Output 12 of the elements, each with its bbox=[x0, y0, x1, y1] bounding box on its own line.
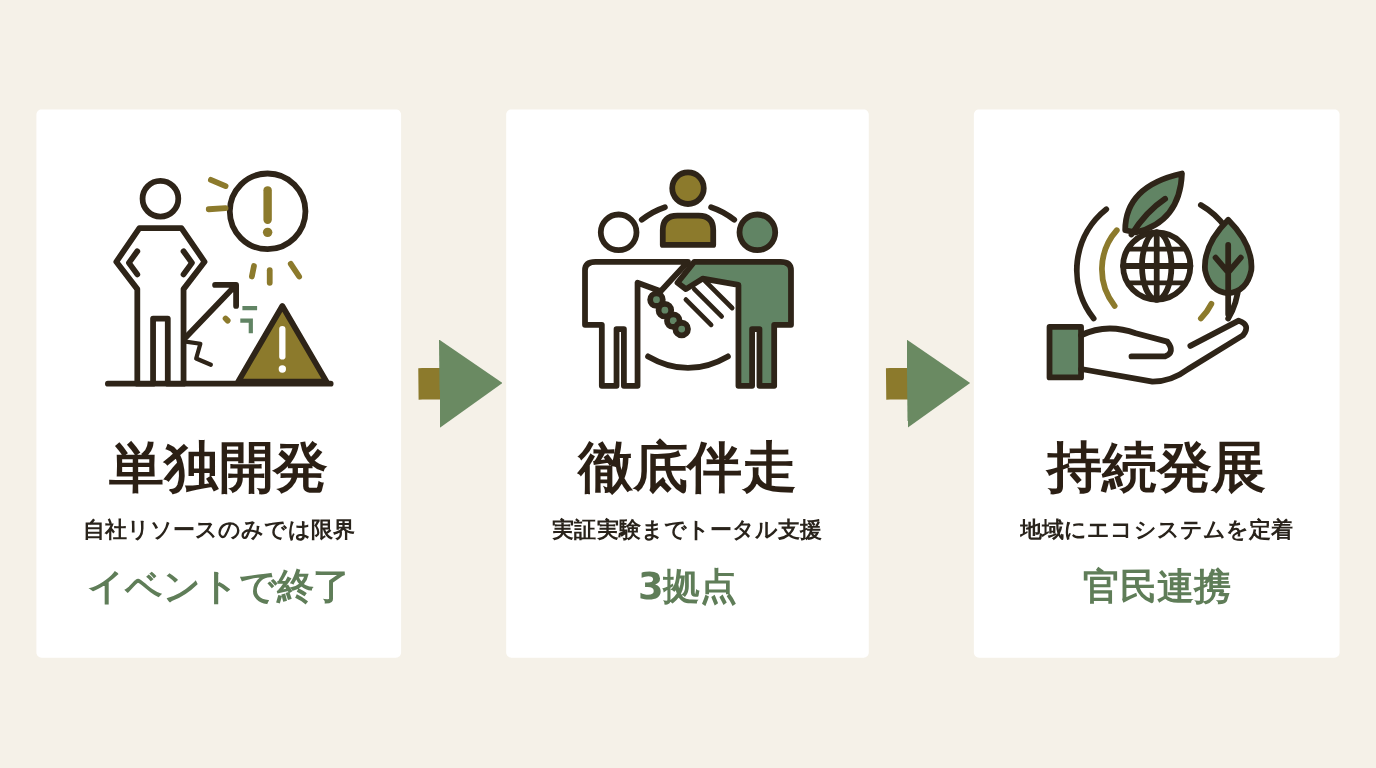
step-title: 単独開発 bbox=[109, 434, 329, 501]
step-description: 実証実験までトータル支援 bbox=[552, 517, 823, 546]
step-title: 徹底伴走 bbox=[578, 434, 797, 501]
step-description: 自社リソースのみでは限界 bbox=[82, 517, 355, 546]
step-title: 持続発展 bbox=[1047, 434, 1266, 501]
highlight-text: 3拠点 bbox=[637, 564, 738, 609]
card bbox=[36, 109, 402, 659]
highlight-text: 官民連携 bbox=[1083, 564, 1231, 609]
card bbox=[506, 109, 869, 659]
card bbox=[973, 109, 1340, 659]
step-description: 地域にエコシステムを定着 bbox=[1020, 517, 1294, 546]
highlight-text: イベントで終了 bbox=[87, 564, 351, 609]
